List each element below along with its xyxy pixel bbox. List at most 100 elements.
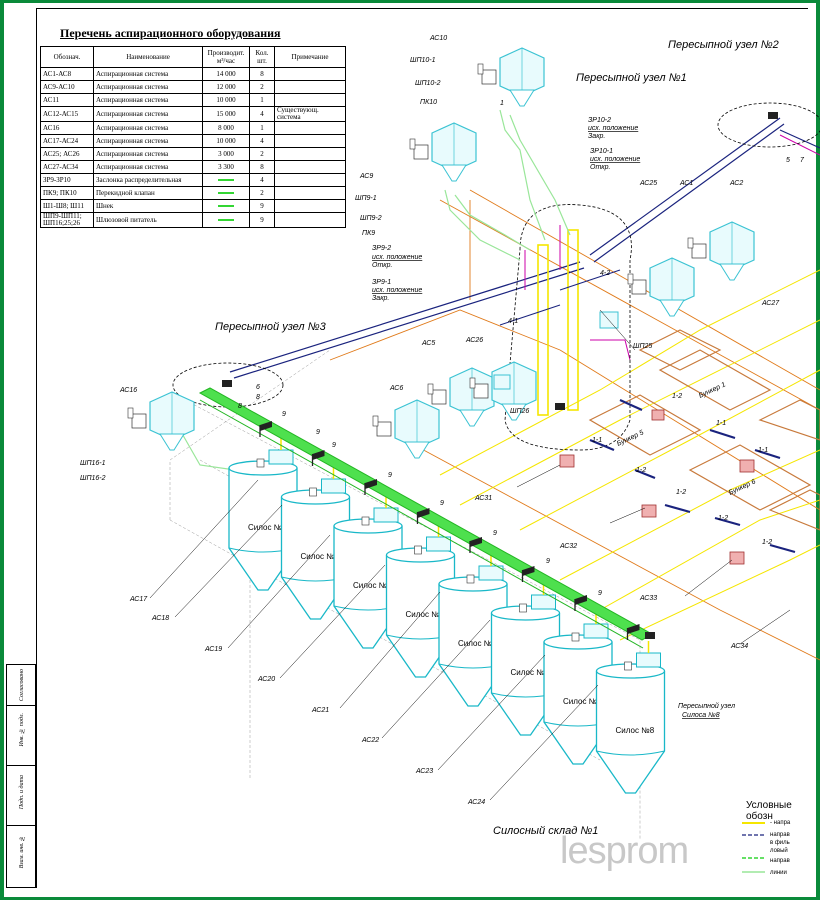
- label-8: 8: [256, 394, 260, 401]
- label-4-2: 4-2: [600, 270, 610, 277]
- label-node2: Пересыпной узел №2: [668, 39, 779, 51]
- legend-item: в филь: [770, 840, 790, 846]
- label-shp10-2: ШП10-2: [415, 80, 441, 87]
- label-pk9: ПК9: [362, 230, 375, 237]
- unit-as32: [641, 504, 657, 518]
- label-shp25: ШП25: [633, 343, 652, 350]
- label-4-1: 4-1: [508, 318, 518, 325]
- silo: Силос №1: [228, 438, 298, 591]
- node1-column: [537, 244, 549, 416]
- label-1-2c: 1-2: [676, 489, 686, 496]
- label-store: Силосный склад №1: [493, 825, 598, 837]
- screw: [714, 516, 741, 527]
- filter-unit: [409, 122, 477, 182]
- label-as31: АС31: [474, 495, 492, 502]
- label-zr9-2: ЗР9-2: [372, 245, 391, 252]
- filter-unit: [687, 221, 755, 281]
- label-as10: АС10: [429, 35, 447, 42]
- node2-outline: [717, 102, 820, 148]
- label-as16: АС16: [119, 387, 137, 394]
- filter-motor: [372, 415, 379, 427]
- drive-node3: [222, 380, 232, 387]
- silo: Силос №7: [543, 612, 613, 765]
- bunker-edge: [638, 329, 722, 371]
- label-zr9-2-state: Откр.: [372, 262, 392, 269]
- silo-fan: [309, 487, 317, 497]
- label-9: 9: [316, 429, 320, 436]
- label-pk10: ПК10: [420, 99, 437, 106]
- filter-fan: [413, 144, 429, 160]
- label-as24: АС24: [467, 799, 485, 806]
- silo-body: [595, 671, 666, 794]
- node1-columns: [537, 229, 579, 416]
- filter-motor: [469, 377, 476, 389]
- label-node1: Пересыпной узел №1: [576, 72, 687, 84]
- screw: [589, 438, 615, 452]
- magenta-lines: [524, 134, 820, 361]
- unit-bunker: [651, 409, 665, 421]
- filter-unit: [372, 399, 440, 459]
- label-zr10-1-pos: исх. положение: [590, 156, 640, 163]
- label-as5: АС5: [421, 340, 435, 347]
- green-line-symbol: [218, 205, 234, 208]
- silo-label: Силос №8: [616, 726, 655, 735]
- screw: [769, 543, 796, 554]
- discharge-flags: [259, 421, 640, 640]
- label-as6: АС6: [389, 385, 403, 392]
- gallery-node2: [589, 117, 781, 256]
- label-as33: АС33: [639, 595, 657, 602]
- legend-item: направ: [770, 858, 790, 864]
- text-labels: АС10 ШП10-1 ШП10-2 ПК10 АС9 ШП9-1 ШП9-2 …: [80, 35, 805, 837]
- label-as19: АС19: [204, 646, 222, 653]
- label-bunker1: Бункер 1: [698, 381, 727, 400]
- yellow-line: [439, 269, 820, 476]
- leader: [437, 654, 546, 771]
- filter-hopper: [719, 263, 745, 281]
- filter-hopper: [501, 403, 527, 421]
- silo-conveyor: [198, 112, 778, 649]
- label-as22: АС22: [361, 737, 379, 744]
- yellow-line: [519, 369, 820, 531]
- equipment-table: Обознач. Наименование Производит. м³/час…: [40, 46, 346, 228]
- label-node3: Пересыпной узел №3: [215, 321, 327, 333]
- screw: [634, 468, 656, 480]
- silo-aspiration-unit: [321, 478, 346, 494]
- label-1-2d: 1-2: [718, 515, 728, 522]
- bunker-edge: [768, 489, 820, 531]
- structure-line: [329, 309, 561, 361]
- filter-hopper: [404, 441, 430, 459]
- conveyor-edge: [199, 399, 644, 649]
- duct-as9: [444, 189, 521, 261]
- legend-symbols: [742, 822, 765, 873]
- label-shp16-1: ШП16-1: [80, 460, 106, 467]
- silo-fan: [361, 516, 370, 526]
- unit-as31: [559, 454, 575, 468]
- filter-unit: [469, 361, 537, 421]
- filter-hopper: [509, 89, 535, 107]
- node3-outline: [172, 362, 284, 408]
- label-as27: АС27: [761, 300, 780, 307]
- label-9: 9: [440, 500, 444, 507]
- silo-label: Силос №3: [353, 581, 392, 590]
- filter-fan: [691, 243, 707, 259]
- green-line-symbol: [218, 179, 234, 182]
- discharge-flag: [260, 421, 272, 431]
- silo-aspiration-unit: [268, 449, 294, 465]
- bunker-edge: [758, 399, 820, 441]
- stamp-line: [7, 825, 35, 826]
- filter-unit: [477, 47, 545, 107]
- label-1-1b: 1-1: [716, 420, 726, 427]
- leader: [149, 479, 259, 599]
- screw: [619, 398, 643, 412]
- label-zr10-2: ЗР10-2: [588, 117, 611, 124]
- table-header-row: Обознач. Наименование Производит. м³/час…: [40, 46, 346, 68]
- filter-fan: [431, 389, 447, 405]
- label-as21: АС21: [311, 707, 329, 714]
- label-9: 9: [546, 558, 550, 565]
- structure-line: [559, 349, 820, 511]
